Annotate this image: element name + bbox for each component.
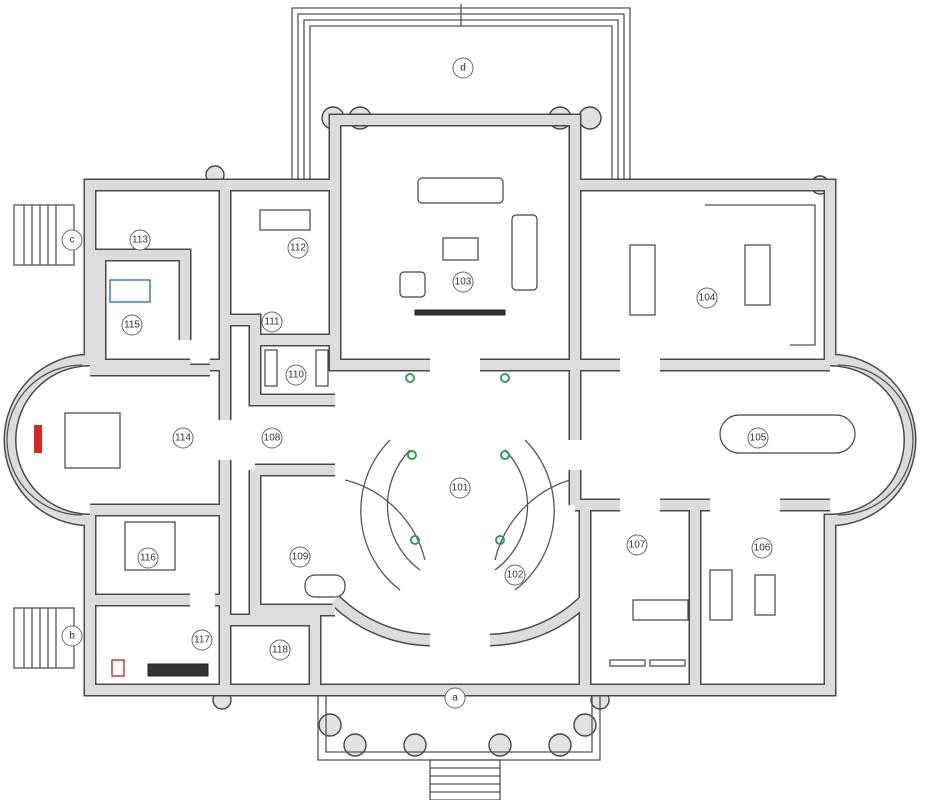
bay-left <box>6 364 83 516</box>
room-label-c: c <box>61 229 83 251</box>
svg-text:107: 107 <box>629 540 646 551</box>
room-label-108: 108 <box>261 427 283 449</box>
room-label-105: 105 <box>747 427 769 449</box>
svg-text:c: c <box>70 235 75 246</box>
room-label-116: 116 <box>137 547 159 569</box>
bay-right <box>837 364 914 516</box>
room-label-b: b <box>61 625 83 647</box>
svg-text:110: 110 <box>288 370 304 381</box>
terrace-d <box>291 4 631 185</box>
stairs-c <box>13 204 75 266</box>
room-labels: d 103 113 c 112 104 115 111 110 114 108 … <box>61 57 773 709</box>
room-label-111: 111 <box>261 311 283 333</box>
svg-text:108: 108 <box>264 433 281 444</box>
room-label-102: 102 <box>504 564 526 586</box>
svg-text:109: 109 <box>292 552 309 563</box>
room-label-106: 106 <box>751 537 773 559</box>
room-label-110: 110 <box>285 364 307 386</box>
room-label-113: 113 <box>129 229 151 251</box>
svg-text:113: 113 <box>132 235 148 246</box>
svg-text:101: 101 <box>452 483 469 494</box>
svg-text:117: 117 <box>194 635 210 646</box>
grand-staircase <box>344 373 571 591</box>
portico-a <box>317 692 601 800</box>
room-label-109: 109 <box>289 546 311 568</box>
svg-text:a: a <box>452 693 458 704</box>
room-label-a: a <box>444 687 466 709</box>
red-fixture <box>34 425 42 453</box>
svg-text:b: b <box>69 631 75 642</box>
svg-text:103: 103 <box>455 277 472 288</box>
svg-text:118: 118 <box>272 645 288 656</box>
svg-text:102: 102 <box>507 570 524 581</box>
svg-text:111: 111 <box>264 317 280 328</box>
room-label-103: 103 <box>452 271 474 293</box>
room-label-104: 104 <box>696 287 718 309</box>
svg-text:d: d <box>460 63 466 74</box>
room-label-107: 107 <box>626 534 648 556</box>
svg-text:116: 116 <box>140 553 156 564</box>
room-label-101: 101 <box>449 477 471 499</box>
room-label-115: 115 <box>121 314 143 336</box>
svg-text:115: 115 <box>124 320 140 331</box>
room-label-112: 112 <box>287 237 309 259</box>
svg-text:112: 112 <box>290 243 306 254</box>
svg-text:106: 106 <box>754 543 771 554</box>
room-label-114: 114 <box>172 427 194 449</box>
room-label-118: 118 <box>269 639 291 661</box>
stairs-b <box>13 607 75 669</box>
svg-text:114: 114 <box>175 433 191 444</box>
room-label-117: 117 <box>191 629 213 651</box>
room-label-d: d <box>452 57 474 79</box>
svg-text:105: 105 <box>750 433 767 444</box>
svg-text:104: 104 <box>699 293 716 304</box>
